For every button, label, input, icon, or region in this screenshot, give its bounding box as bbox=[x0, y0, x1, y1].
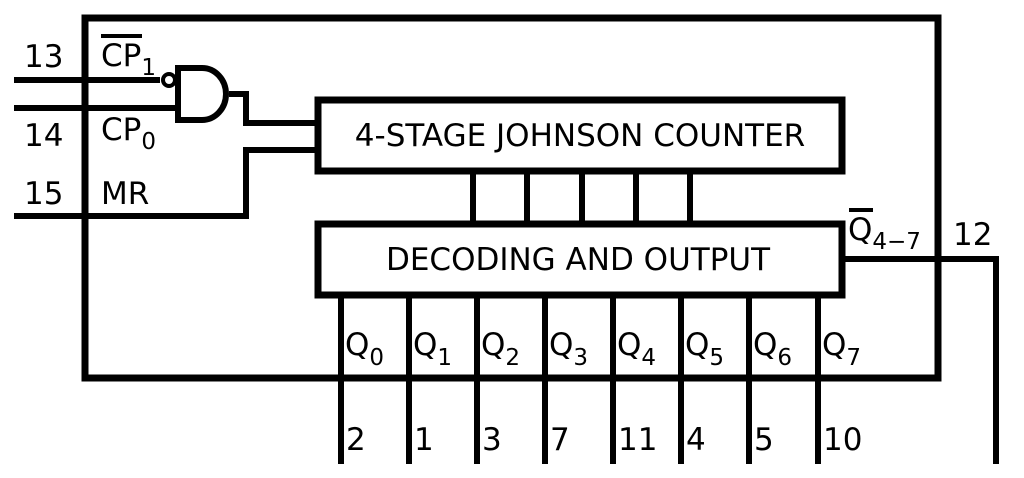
q4-label: Q4 bbox=[617, 327, 656, 371]
johnson-counter-block bbox=[314, 96, 846, 175]
cp1-label: CP1 bbox=[101, 38, 156, 81]
q3-label: Q3 bbox=[549, 327, 588, 371]
q0-label-text: Q bbox=[345, 327, 369, 363]
and-gate-body bbox=[175, 65, 229, 123]
decoding-output-label: DECODING AND OUTPUT bbox=[386, 242, 771, 278]
q2-label: Q2 bbox=[481, 327, 520, 371]
q5-label-text: Q bbox=[685, 327, 709, 363]
pin-12-number: 12 bbox=[953, 217, 992, 253]
carry-out-label: Q4−7 bbox=[848, 212, 921, 255]
carry-out-label-text: Q bbox=[848, 212, 872, 248]
q5-label-sub: 5 bbox=[709, 345, 724, 371]
q6-pin-number: 5 bbox=[754, 422, 774, 458]
q0-pin-number: 2 bbox=[346, 422, 366, 458]
output-wires bbox=[338, 295, 821, 464]
mr-input-wire bbox=[14, 147, 318, 219]
output-pin-numbers: 2 1 3 7 11 4 5 10 bbox=[346, 422, 862, 458]
q4-label-text: Q bbox=[617, 327, 641, 363]
q1-pin-number: 1 bbox=[414, 422, 434, 458]
pin-15-number: 15 bbox=[24, 176, 63, 212]
and-gate bbox=[161, 65, 229, 123]
q1-label-sub: 1 bbox=[437, 345, 452, 371]
q5-pin-number: 4 bbox=[686, 422, 706, 458]
q6-label-text: Q bbox=[753, 327, 777, 363]
mr-label: MR bbox=[101, 176, 149, 212]
q7-label-sub: 7 bbox=[846, 345, 861, 371]
q5-label: Q5 bbox=[685, 327, 724, 371]
q0-label: Q0 bbox=[345, 327, 384, 371]
johnson-counter-label: 4-STAGE JOHNSON COUNTER bbox=[355, 118, 805, 154]
carry-out-label-sub: 4−7 bbox=[872, 229, 921, 255]
q7-label-text: Q bbox=[822, 327, 846, 363]
q3-label-sub: 3 bbox=[573, 345, 588, 371]
q0-label-sub: 0 bbox=[369, 345, 384, 371]
cp1-label-text: CP bbox=[101, 38, 141, 74]
ic-package-outline bbox=[81, 14, 942, 382]
q1-label: Q1 bbox=[413, 327, 452, 371]
q3-label-text: Q bbox=[549, 327, 573, 363]
q7-pin-number: 10 bbox=[823, 422, 862, 458]
cp1-label-sub: 1 bbox=[141, 55, 156, 81]
inversion-bubble-icon bbox=[161, 72, 177, 88]
q7-label: Q7 bbox=[822, 327, 861, 371]
pin-13-number: 13 bbox=[24, 39, 63, 75]
q3-pin-number: 7 bbox=[550, 422, 570, 458]
cp0-label-text: CP bbox=[101, 112, 141, 148]
gate-output-wire bbox=[229, 91, 318, 126]
carry-out-wire bbox=[842, 256, 999, 464]
q2-label-text: Q bbox=[481, 327, 505, 363]
q6-label: Q6 bbox=[753, 327, 792, 371]
decoding-output-block bbox=[314, 220, 846, 299]
counter-decoder-links bbox=[470, 171, 693, 224]
cp0-label: CP0 bbox=[101, 112, 156, 155]
output-labels: Q0 Q1 Q2 Q3 Q4 Q5 Q6 Q7 bbox=[345, 327, 861, 371]
cp0-label-sub: 0 bbox=[141, 129, 156, 155]
q6-label-sub: 6 bbox=[777, 345, 792, 371]
pin-14-number: 14 bbox=[24, 118, 63, 154]
q2-pin-number: 3 bbox=[482, 422, 502, 458]
q4-pin-number: 11 bbox=[618, 422, 657, 458]
q2-label-sub: 2 bbox=[505, 345, 520, 371]
q1-label-text: Q bbox=[413, 327, 437, 363]
q4-label-sub: 4 bbox=[641, 345, 656, 371]
